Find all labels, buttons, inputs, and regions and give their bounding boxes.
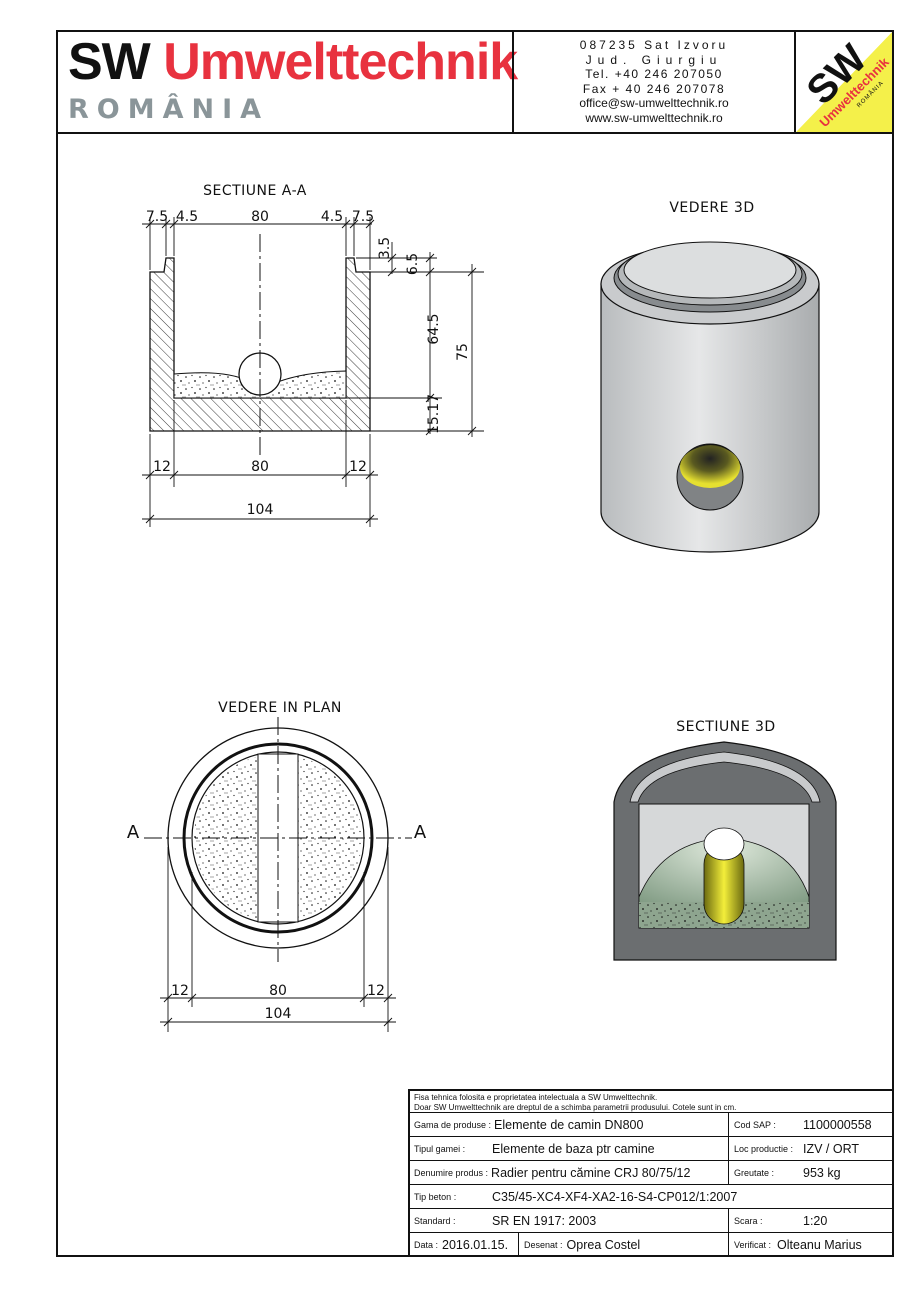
dim-text: 7.5 [352,209,374,225]
dim-text: 12 [153,459,171,475]
contact-address: 087235 Sat Izvoru [579,38,729,52]
contact-block: 087235 Sat Izvoru Jud. Giurgiu Tel. +40 … [514,38,794,125]
contact-county: Jud. Giurgiu [585,52,723,67]
verificat-value: Olteanu Marius [777,1237,862,1252]
title-block-note: Fisa tehnica folosita e proprietatea int… [414,1093,736,1113]
dim-text: 3.5 [377,237,393,259]
dim-text: 80 [269,983,287,999]
tip-gamei-label: Tipul gamei : [414,1144,466,1154]
dim-text: 4.5 [321,209,343,225]
dim-text: 6.5 [405,253,421,275]
desenat-value: Oprea Costel [566,1237,641,1252]
tip-gamei-value: Elemente de baza ptr camine [492,1142,655,1156]
dim-text: 15.17 [426,394,442,434]
contact-email[interactable]: office@sw-umwelttechnik.ro [579,96,729,110]
contact-phone: Tel. +40 246 207050 [585,67,723,81]
header-divider [512,32,514,132]
brand-umwelttechnik: Umwelttechnik [163,33,518,91]
row-standard: Standard : SR EN 1917: 2003 Scara : 1:20 [410,1208,892,1233]
row-denumire: Denumire produs :Radier pentru cămine CR… [410,1160,892,1185]
note-line: Doar SW Umwelttechnik are dreptul de a s… [414,1103,737,1112]
section-marker-right: A [414,822,427,843]
dim-text: 104 [247,502,274,518]
section-marker-left: A [127,822,140,843]
scara-value: 1:20 [803,1214,828,1228]
standard-value: SR EN 1917: 2003 [492,1214,597,1228]
dim-text: 4.5 [176,209,198,225]
company-logo: SW Umwelttechnik ROMÂNIA [796,32,892,132]
verificat-label: Verificat : [734,1239,772,1250]
dim-text: 64.5 [426,313,442,344]
company-logo-text: SW Umwelttechnik ROMÂNIA [68,33,518,125]
title-block: Fisa tehnica folosita e proprietatea int… [408,1089,892,1256]
greutate-value: 953 kg [803,1166,841,1180]
standard-label: Standard : [414,1216,456,1226]
row-data: Data :2016.01.15. Desenat :Oprea Costel … [410,1232,892,1256]
contact-website[interactable]: www.sw-umwelttechnik.ro [585,110,723,125]
greutate-label: Greutate : [734,1168,775,1178]
section-aa-title: SECTIUNE A-A [203,183,307,199]
header-divider [794,32,796,132]
data-label: Data : [414,1239,439,1250]
loc-label: Loc productie : [734,1144,794,1154]
data-value: 2016.01.15. [442,1237,509,1252]
section-3d-title: SECTIUNE 3D [676,719,775,735]
dim-text: 104 [265,1006,292,1022]
header: SW Umwelttechnik ROMÂNIA 087235 Sat Izvo… [58,32,892,134]
plan-view-drawing: VEDERE IN PLAN A A 12 80 12 104 [127,700,427,1032]
beton-value: C35/45-XC4-XF4-XA2-16-S4-CP012/1:2007 [492,1190,738,1204]
dim-text: 12 [171,983,189,999]
gama-value: Elemente de camin DN800 [494,1118,644,1132]
scara-label: Scara : [734,1216,763,1226]
drawing-frame: SW Umwelttechnik ROMÂNIA 087235 Sat Izvo… [56,30,894,1257]
beton-label: Tip beton : [414,1192,457,1202]
note-line: Fisa tehnica folosita e proprietatea int… [414,1093,658,1102]
denumire-value: Radier pentru cămine CRJ 80/75/12 [491,1166,691,1180]
row-beton: Tip beton : C35/45-XC4-XF4-XA2-16-S4-CP0… [410,1184,892,1209]
desenat-label: Desenat : [524,1239,563,1250]
dim-text: 12 [349,459,367,475]
sap-label: Cod SAP : [734,1120,776,1130]
dim-text: 7.5 [146,209,168,225]
denumire-label: Denumire produs : [414,1168,489,1178]
contact-fax: Fax + 40 246 207078 [582,81,726,96]
plan-view-title: VEDERE IN PLAN [218,700,342,716]
loc-value: IZV / ORT [803,1142,860,1156]
section-aa-drawing: SECTIUNE A-A 7.5 4.5 80 4.5 7.5 [142,183,484,527]
row-gama: Gama de produse :Elemente de camin DN800… [410,1112,892,1137]
dim-text: 80 [251,209,269,225]
section-3d-drawing: SECTIUNE 3D [613,719,837,961]
view-3d-title: VEDERE 3D [669,200,754,216]
dim-text: 12 [367,983,385,999]
sap-value: 1100000558 [803,1118,872,1132]
brand-country: ROMÂNIA [68,94,270,125]
brand-sw: SW [68,33,151,91]
technical-drawings: SECTIUNE A-A 7.5 4.5 80 4.5 7.5 [127,183,837,1032]
gama-label: Gama de produse : [414,1120,492,1130]
dim-text: 75 [455,343,471,361]
row-tip-gamei: Tipul gamei : Elemente de baza ptr camin… [410,1136,892,1161]
view-3d-drawing: VEDERE 3D [600,200,820,553]
dim-text: 80 [251,459,269,475]
